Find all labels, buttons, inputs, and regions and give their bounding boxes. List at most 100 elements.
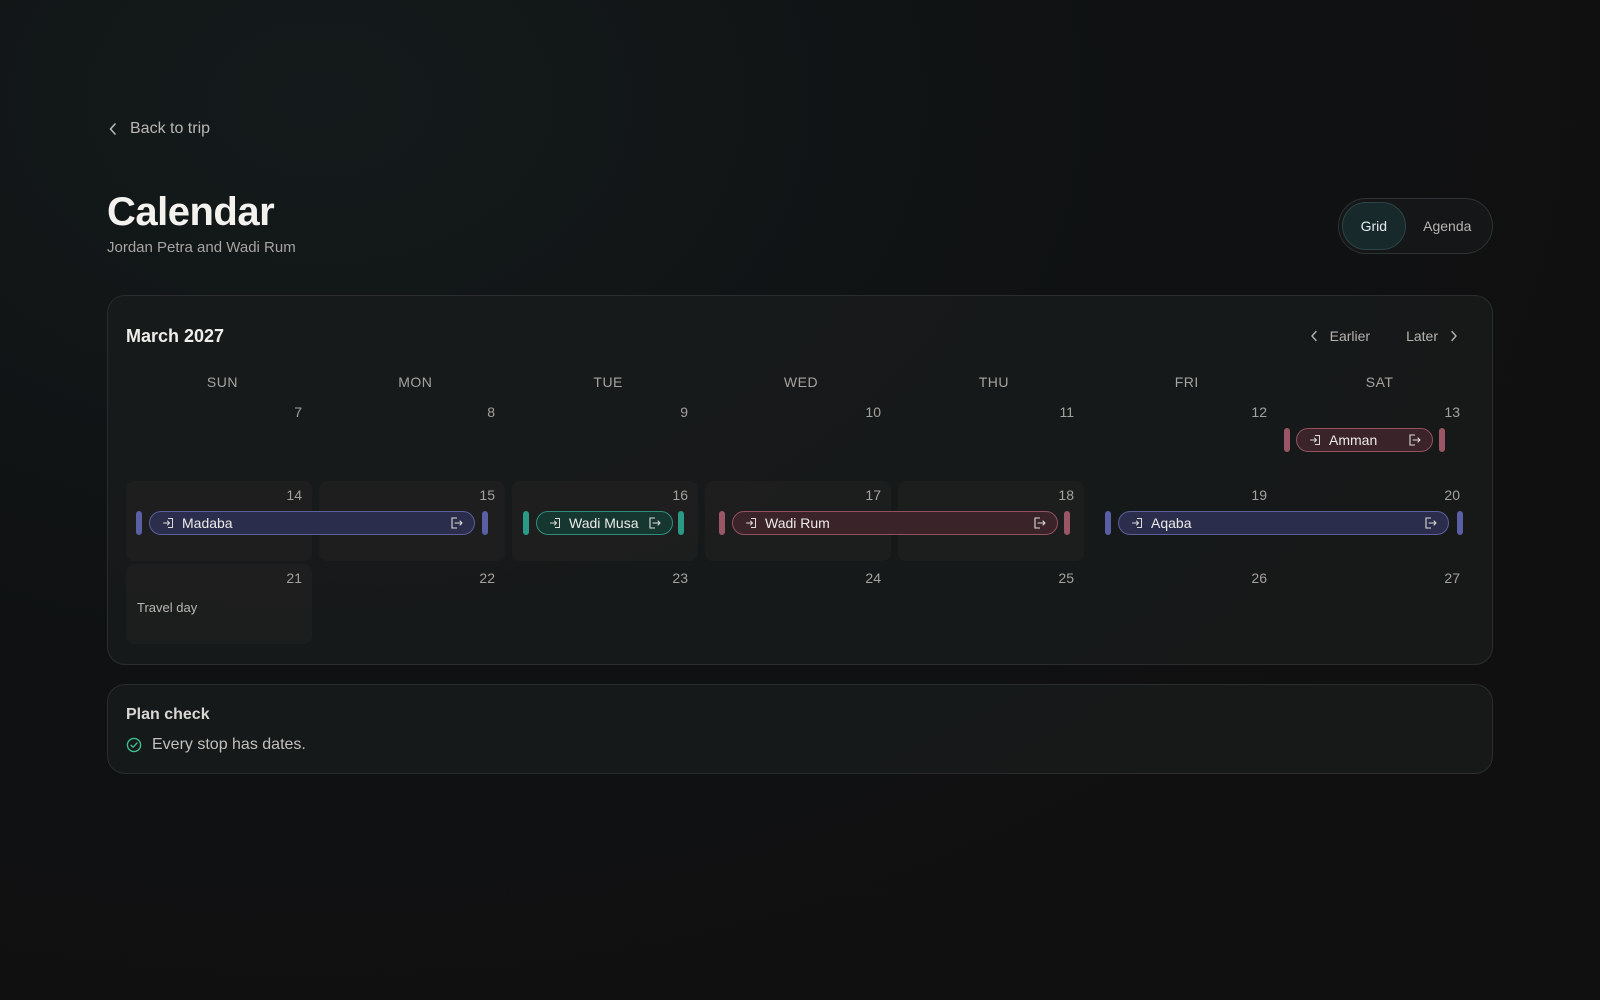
stop-pill-aqaba[interactable]: Aqaba: [1118, 511, 1449, 535]
back-to-trip-link[interactable]: Back to trip: [108, 120, 210, 138]
day-number: 12: [1251, 404, 1267, 420]
plan-check-title: Plan check: [126, 706, 210, 723]
check-out-icon: [1425, 517, 1437, 529]
day-cell[interactable]: 26: [1091, 564, 1277, 644]
day-number: 8: [487, 404, 495, 420]
agenda-view-button[interactable]: Agenda: [1423, 218, 1472, 234]
day-cell[interactable]: 19: [1091, 481, 1277, 561]
stop-start-marker: [1284, 428, 1290, 452]
stop-name: Wadi Rum: [765, 515, 830, 531]
week-row: 14 15 16 17 18 19 20 Madaba Wadi Musa Wa…: [126, 481, 1476, 561]
grid-view-button[interactable]: Grid: [1342, 202, 1406, 250]
week-row: 21 Travel day 22 23 24 25 26 27: [126, 564, 1476, 644]
month-title: March 2027: [126, 326, 225, 346]
later-button[interactable]: Later: [1406, 328, 1458, 344]
check-in-icon: [163, 518, 173, 528]
day-cell[interactable]: 8: [319, 398, 505, 478]
week-row: 7 8 9 10 11 12 13 Amman: [126, 398, 1476, 478]
check-out-icon: [451, 517, 463, 529]
day-number: 26: [1251, 570, 1267, 586]
stop-start-marker: [719, 511, 725, 535]
check-circle-icon: [126, 737, 142, 753]
check-in-icon: [550, 518, 560, 528]
day-number: 25: [1058, 570, 1074, 586]
day-number: 14: [286, 487, 302, 503]
day-cell[interactable]: 9: [512, 398, 698, 478]
chevron-left-icon: [1310, 330, 1317, 342]
day-cell[interactable]: 21 Travel day: [126, 564, 312, 644]
check-out-icon: [649, 517, 661, 529]
plan-check-message: Every stop has dates.: [152, 736, 306, 753]
stop-end-marker: [1457, 511, 1463, 535]
day-number: 22: [479, 570, 495, 586]
calendar-card: March 2027 Earlier Later SUN MON TUE WED…: [107, 295, 1493, 665]
day-number: 27: [1444, 570, 1460, 586]
month-navigation: Earlier Later: [1310, 328, 1458, 344]
day-number: 7: [294, 404, 302, 420]
chevron-left-icon: [108, 121, 118, 137]
stop-end-marker: [1439, 428, 1445, 452]
stop-name: Wadi Musa: [569, 515, 639, 531]
day-number: 17: [865, 487, 881, 503]
day-cell[interactable]: 7: [126, 398, 312, 478]
weekday-thu: THU: [978, 374, 1009, 390]
back-to-trip-label: Back to trip: [130, 120, 211, 137]
day-number: 11: [1059, 404, 1074, 420]
weekday-sun: SUN: [206, 374, 238, 390]
day-number: 13: [1444, 404, 1460, 420]
stop-pill-wadi-musa[interactable]: Wadi Musa: [536, 511, 673, 535]
stop-end-marker: [1064, 511, 1070, 535]
day-number: 23: [672, 570, 688, 586]
earlier-label: Earlier: [1329, 328, 1371, 344]
day-cell[interactable]: 24: [705, 564, 891, 644]
day-cell[interactable]: 23: [512, 564, 698, 644]
stop-start-marker: [136, 511, 142, 535]
day-cell[interactable]: 11: [898, 398, 1084, 478]
plan-check-status: Every stop has dates.: [126, 736, 306, 754]
plan-check-card: Plan check Every stop has dates.: [107, 684, 1493, 774]
day-number: 16: [672, 487, 688, 503]
day-number: 18: [1058, 487, 1074, 503]
day-number: 10: [865, 404, 881, 420]
day-cell[interactable]: 20: [1284, 481, 1470, 561]
check-out-icon: [1034, 517, 1046, 529]
page-title: Calendar: [107, 190, 275, 234]
day-number: 21: [286, 570, 302, 586]
trip-subtitle: Jordan Petra and Wadi Rum: [107, 239, 296, 256]
stop-pill-madaba[interactable]: Madaba: [149, 511, 475, 535]
stop-start-marker: [1105, 511, 1111, 535]
weekday-fri: FRI: [1174, 374, 1199, 390]
chevron-right-icon: [1451, 330, 1457, 342]
stop-start-marker: [523, 511, 529, 535]
day-number: 15: [479, 487, 495, 503]
travel-day-note: Travel day: [137, 600, 198, 615]
day-cell[interactable]: 10: [705, 398, 891, 478]
weekday-header: SUN MON TUE WED THU FRI SAT: [126, 374, 1476, 390]
stop-end-marker: [678, 511, 684, 535]
stop-name: Aqaba: [1151, 515, 1192, 531]
day-number: 19: [1251, 487, 1267, 503]
day-cell[interactable]: 27: [1284, 564, 1470, 644]
stop-pill-wadi-rum[interactable]: Wadi Rum: [732, 511, 1058, 535]
day-number: 24: [865, 570, 881, 586]
later-label: Later: [1406, 328, 1438, 344]
check-in-icon: [1132, 518, 1142, 528]
day-number: 9: [680, 404, 688, 420]
day-number: 20: [1444, 487, 1460, 503]
stop-pill-amman[interactable]: Amman: [1296, 428, 1433, 452]
day-cell[interactable]: 12: [1091, 398, 1277, 478]
stop-name: Amman: [1329, 432, 1378, 448]
check-in-icon: [746, 518, 756, 528]
day-cell[interactable]: 22: [319, 564, 505, 644]
earlier-button[interactable]: Earlier: [1310, 328, 1370, 344]
stop-end-marker: [482, 511, 488, 535]
weekday-sat: SAT: [1365, 374, 1394, 390]
day-cell[interactable]: 25: [898, 564, 1084, 644]
weekday-wed: WED: [783, 374, 819, 390]
weekday-mon: MON: [398, 374, 433, 390]
view-toggle: Grid Agenda: [1338, 198, 1493, 254]
check-in-icon: [1310, 435, 1320, 445]
stop-name: Madaba: [182, 515, 233, 531]
day-cell[interactable]: 13: [1284, 398, 1470, 478]
check-out-icon: [1409, 434, 1421, 446]
